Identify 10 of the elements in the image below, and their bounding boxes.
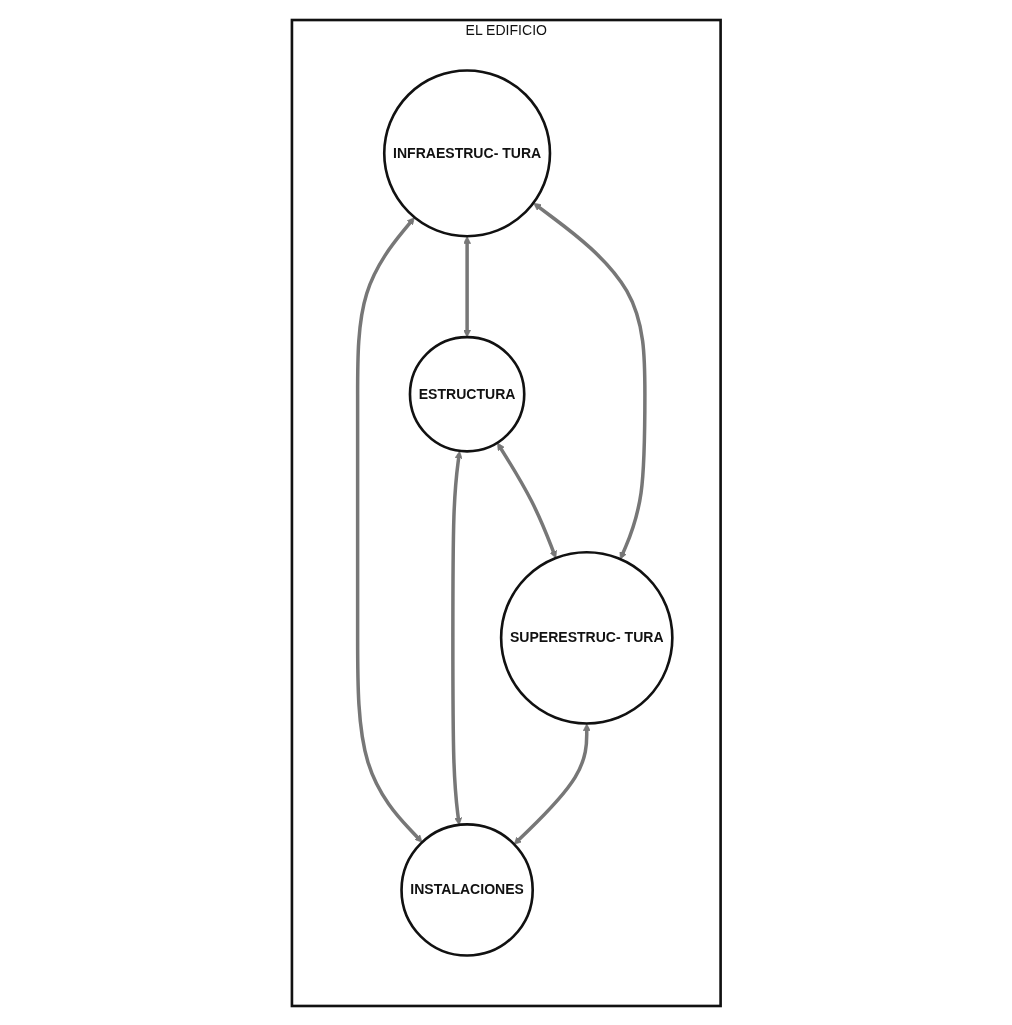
node-circle: INSTALACIONES [399, 822, 534, 957]
arrow [450, 450, 463, 825]
arrow [533, 202, 647, 559]
arrow [463, 235, 471, 337]
arrow [513, 722, 591, 845]
arrow [496, 442, 557, 558]
node-circle: SUPERESTRUC- TURA [499, 550, 674, 725]
arrow [355, 216, 423, 843]
node-circle: INFRAESTRUC- TURA [382, 68, 551, 237]
node-circle: ESTRUCTURA [408, 335, 526, 453]
